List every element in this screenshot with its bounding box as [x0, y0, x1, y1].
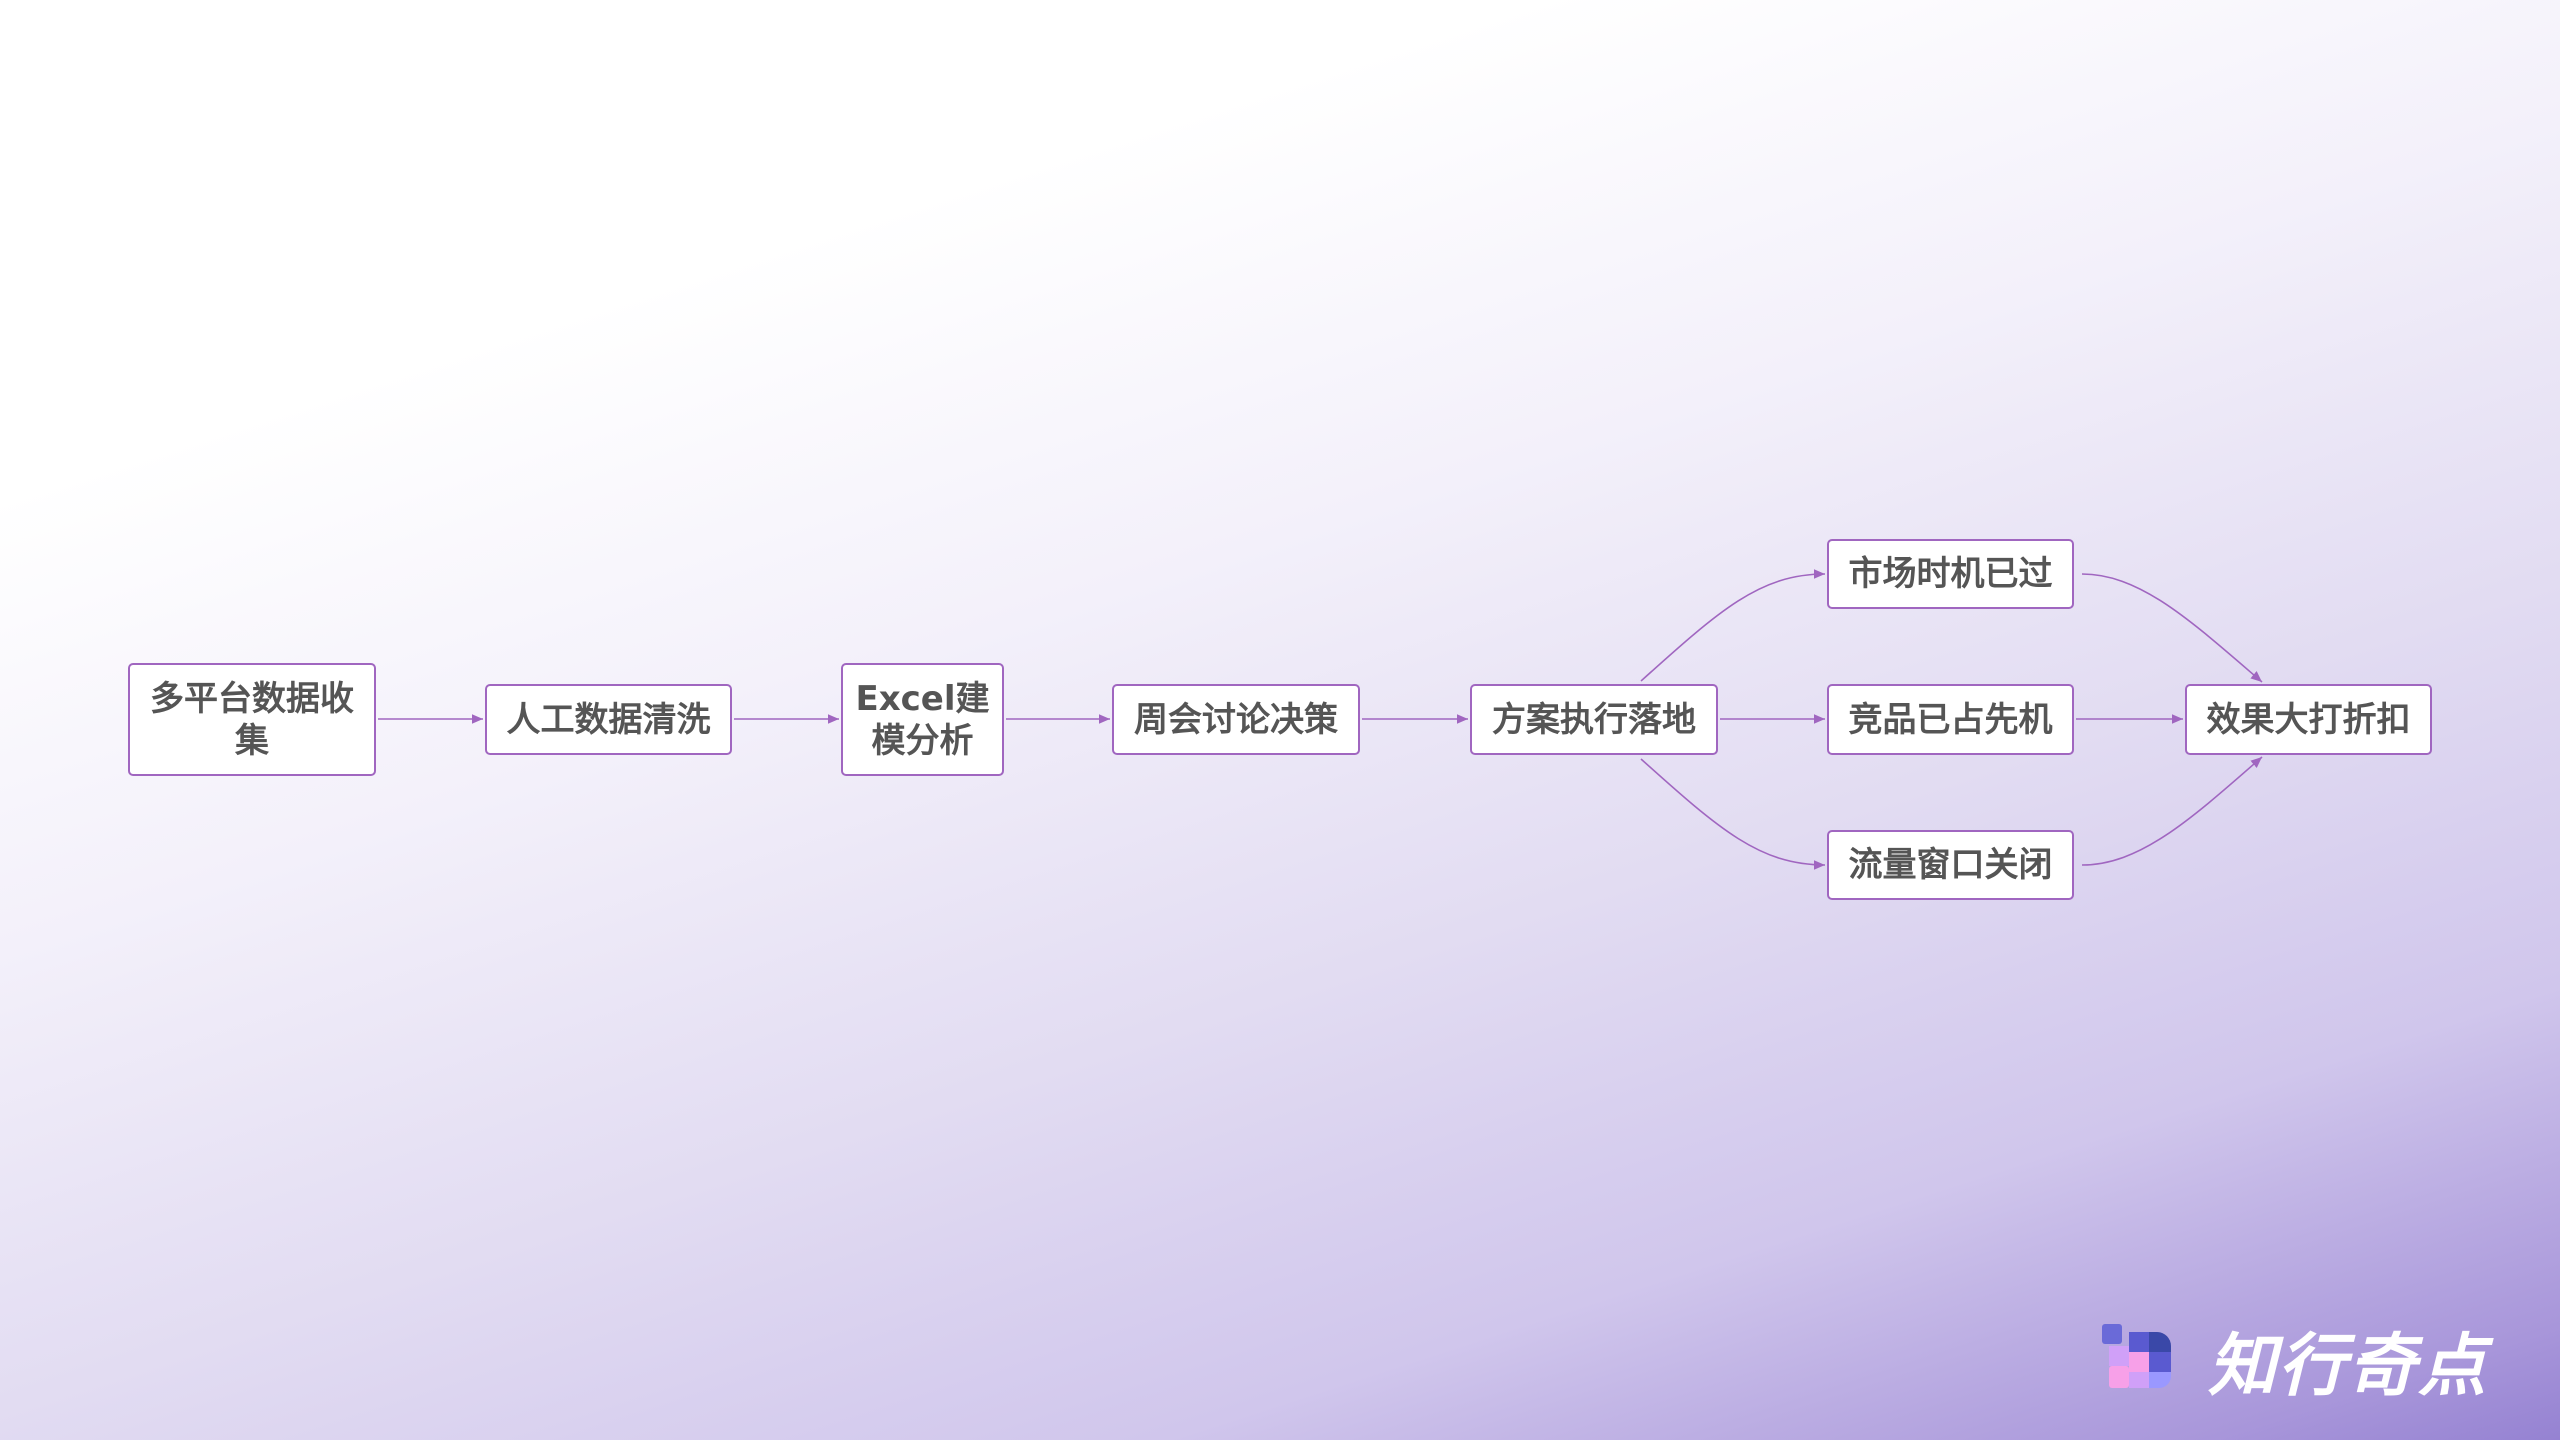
logo-text: 知行奇点	[2208, 1327, 2489, 1406]
edge-n5-n6	[1640, 569, 1826, 682]
node-excel-modeling: Excel建模分析	[841, 663, 1004, 776]
edge-n8-n9	[2081, 756, 2263, 866]
node-multi-platform-data-collection: 多平台数据收集	[128, 663, 376, 776]
node-weekly-meeting-decision: 周会讨论决策	[1112, 684, 1360, 755]
brand-logo: 知行奇点	[2100, 1310, 2488, 1409]
node-effect-greatly-reduced: 效果大打折扣	[2185, 684, 2432, 755]
node-manual-data-cleaning: 人工数据清洗	[485, 684, 732, 755]
node-traffic-window-closed: 流量窗口关闭	[1827, 830, 2074, 900]
logo-mark-icon	[2102, 1323, 2171, 1388]
edge-n6-n9	[2081, 573, 2263, 683]
node-market-timing-passed: 市场时机已过	[1827, 539, 2074, 609]
edge-n5-n8	[1640, 758, 1826, 870]
node-plan-execution: 方案执行落地	[1470, 684, 1718, 755]
node-competitors-ahead: 竞品已占先机	[1827, 684, 2074, 755]
